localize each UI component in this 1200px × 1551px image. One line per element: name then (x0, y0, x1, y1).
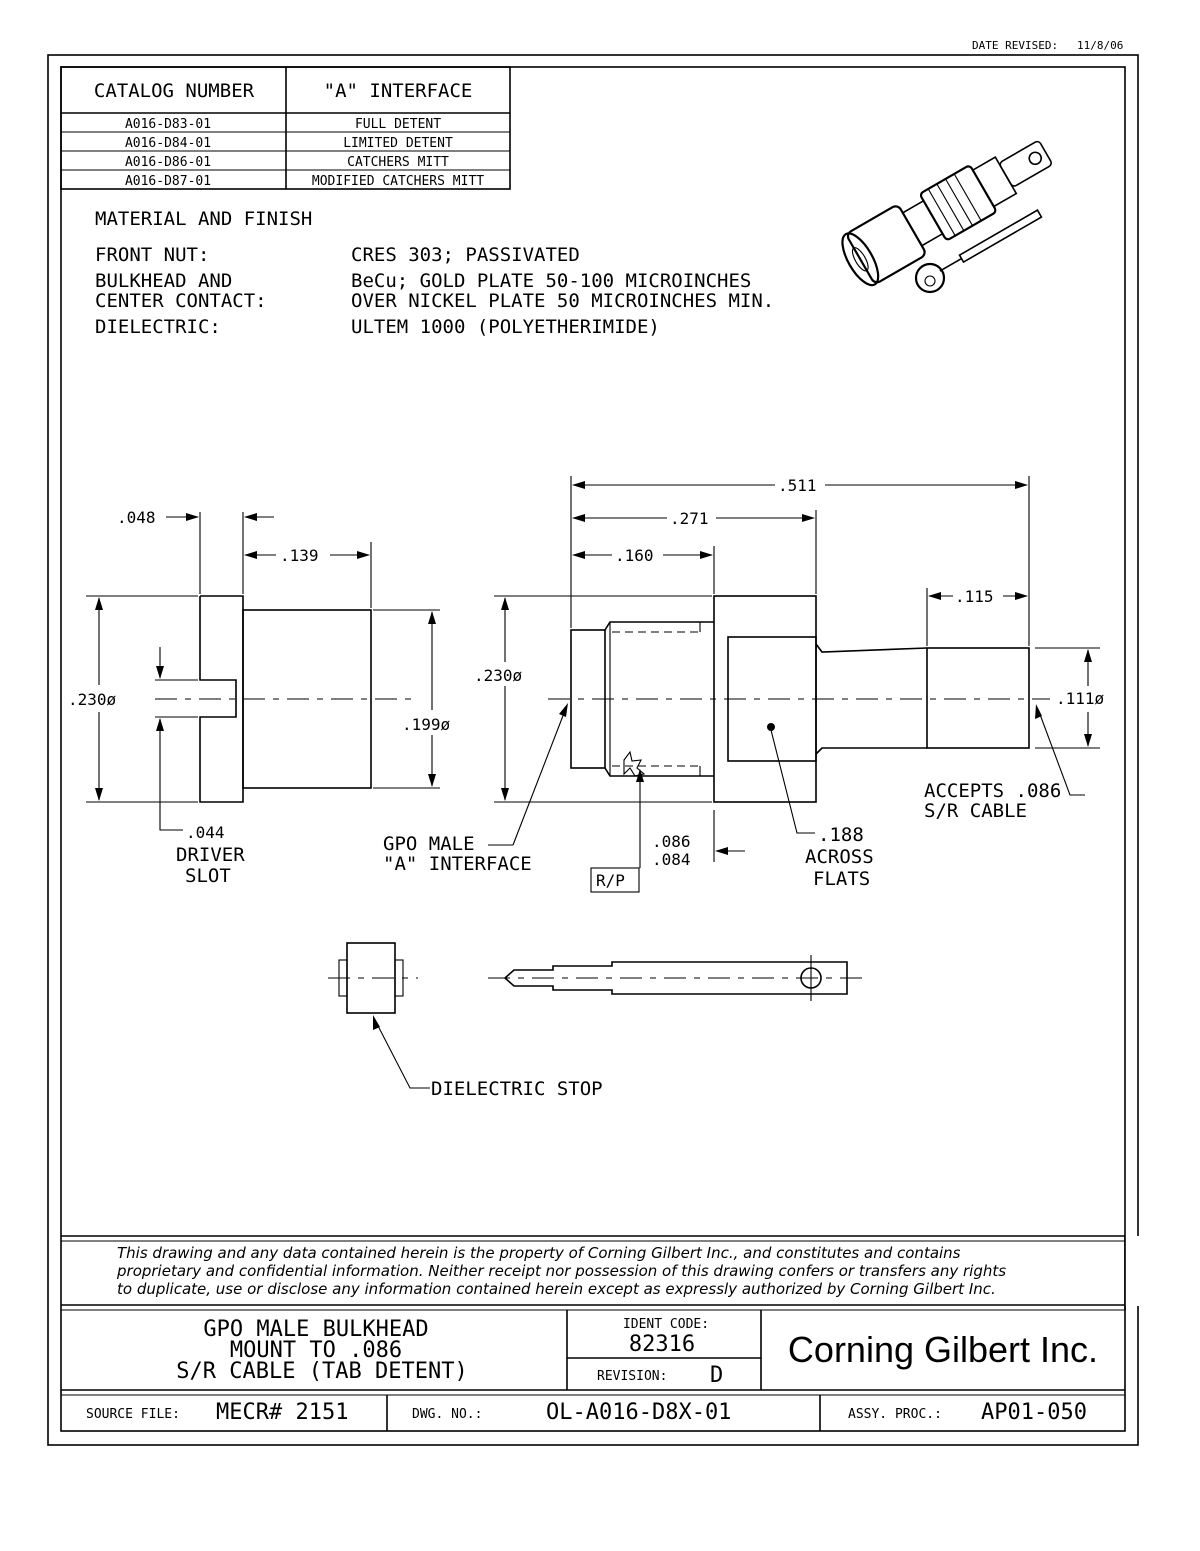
dim-nut-048: .048 (117, 508, 156, 527)
dim-body-511: .511 (778, 476, 817, 495)
catalog-row-4-number: A016-D87-01 (125, 174, 211, 189)
dim-body-086: .086 (652, 832, 691, 851)
dim-body-271: .271 (670, 509, 709, 528)
material-value-center-contact: OVER NICKEL PLATE 50 MICROINCHES MIN. (351, 290, 774, 312)
catalog-row-1-interface: FULL DETENT (355, 117, 441, 132)
ident-code-value: 82316 (629, 1332, 695, 1357)
catalog-col2-header: "A" INTERFACE (324, 80, 473, 102)
assy-proc-label: ASSY. PROC.: (848, 1407, 942, 1422)
dielectric-stop-view: DIELECTRIC STOP (328, 942, 603, 1100)
label-flats: FLATS (813, 868, 870, 890)
material-label-center-contact: CENTER CONTACT: (95, 290, 267, 312)
source-file-label: SOURCE FILE: (86, 1407, 180, 1422)
title-line-2: MOUNT TO .086 (230, 1338, 402, 1363)
catalog-row-1-number: A016-D83-01 (125, 117, 211, 132)
material-label-dielectric: DIELECTRIC: (95, 316, 221, 338)
catalog-col1-header: CATALOG NUMBER (94, 80, 255, 102)
bulkhead-body-dimensions: .511 .271 .160 .115 .230ø .111ø (383, 476, 1105, 893)
label-accepts: ACCEPTS .086 (924, 780, 1061, 802)
label-sr-cable: S/R CABLE (924, 800, 1027, 822)
material-value-bulkhead: BeCu; GOLD PLATE 50-100 MICROINCHES (351, 270, 751, 292)
ident-code-label: IDENT CODE: (623, 1317, 709, 1332)
label-gpo-male: GPO MALE (383, 833, 475, 855)
material-label-bulkhead: BULKHEAD AND (95, 270, 232, 292)
catalog-row-3-number: A016-D86-01 (125, 155, 211, 170)
material-value-front-nut: CRES 303; PASSIVATED (351, 244, 580, 266)
dwg-no-label: DWG. NO.: (412, 1407, 482, 1422)
company-name: Corning Gilbert Inc. (788, 1329, 1098, 1370)
center-contact-view (488, 955, 862, 1001)
legal-line-1: This drawing and any data contained here… (117, 1244, 961, 1262)
dim-body-160: .160 (615, 546, 654, 565)
material-value-dielectric: ULTEM 1000 (POLYETHERIMIDE) (351, 316, 660, 338)
title-block: GPO MALE BULKHEAD MOUNT TO .086 S/R CABL… (61, 1304, 1125, 1431)
dim-body-084: .084 (652, 850, 691, 869)
title-line-3: S/R CABLE (TAB DETENT) (176, 1359, 467, 1384)
front-nut-dimensions: .048 .139 .230ø .199ø .044 DRIVER SLOT (68, 508, 451, 887)
dim-body-111: .111ø (1056, 689, 1105, 708)
legal-notice: This drawing and any data contained here… (116, 1244, 1006, 1298)
label-rp: R/P (596, 871, 625, 890)
revision-label: REVISION: (597, 1369, 667, 1384)
materials-section: MATERIAL AND FINISH FRONT NUT: CRES 303;… (95, 208, 774, 338)
rp-box (590, 867, 640, 893)
catalog-table: CATALOG NUMBER "A" INTERFACE A016-D83-01… (60, 66, 511, 190)
catalog-row-3-interface: CATCHERS MITT (347, 155, 449, 170)
dim-nut-199: .199ø (402, 715, 451, 734)
dim-body-188: .188 (818, 824, 864, 846)
date-revised-value: 11/8/06 (1077, 39, 1123, 52)
assy-proc-value: AP01-050 (981, 1400, 1087, 1425)
label-across: ACROSS (805, 846, 874, 868)
label-driver: DRIVER (176, 844, 245, 866)
title-line-1: GPO MALE BULKHEAD (203, 1317, 428, 1342)
legal-line-3: to duplicate, use or disclose any inform… (117, 1280, 996, 1298)
outer-border (47, 54, 1139, 1446)
material-label-front-nut: FRONT NUT: (95, 244, 209, 266)
dim-nut-044: .044 (186, 823, 225, 842)
catalog-row-2-interface: LIMITED DETENT (343, 136, 453, 151)
front-nut-view (155, 595, 418, 803)
bulkhead-body-view (548, 595, 1050, 803)
isometric-connector-illustration (841, 140, 1052, 294)
materials-heading: MATERIAL AND FINISH (95, 208, 312, 230)
label-dielectric-stop: DIELECTRIC STOP (431, 1078, 603, 1100)
dim-nut-139: .139 (280, 546, 319, 565)
label-slot: SLOT (185, 865, 231, 887)
catalog-row-4-interface: MODIFIED CATCHERS MITT (312, 174, 484, 189)
dwg-no-value: OL-A016-D8X-01 (546, 1400, 731, 1425)
date-revised-label: DATE REVISED: (972, 39, 1058, 52)
label-a-interface: "A" INTERFACE (383, 853, 532, 875)
legal-line-2: proprietary and confidential information… (116, 1262, 1006, 1280)
revision-value: D (710, 1363, 723, 1388)
catalog-row-2-number: A016-D84-01 (125, 136, 211, 151)
inner-border (60, 66, 1126, 1432)
dim-nut-230: .230ø (68, 690, 117, 709)
dim-body-115: .115 (955, 587, 994, 606)
source-file-value: MECR# 2151 (216, 1400, 348, 1425)
dim-body-230: .230ø (474, 666, 523, 685)
